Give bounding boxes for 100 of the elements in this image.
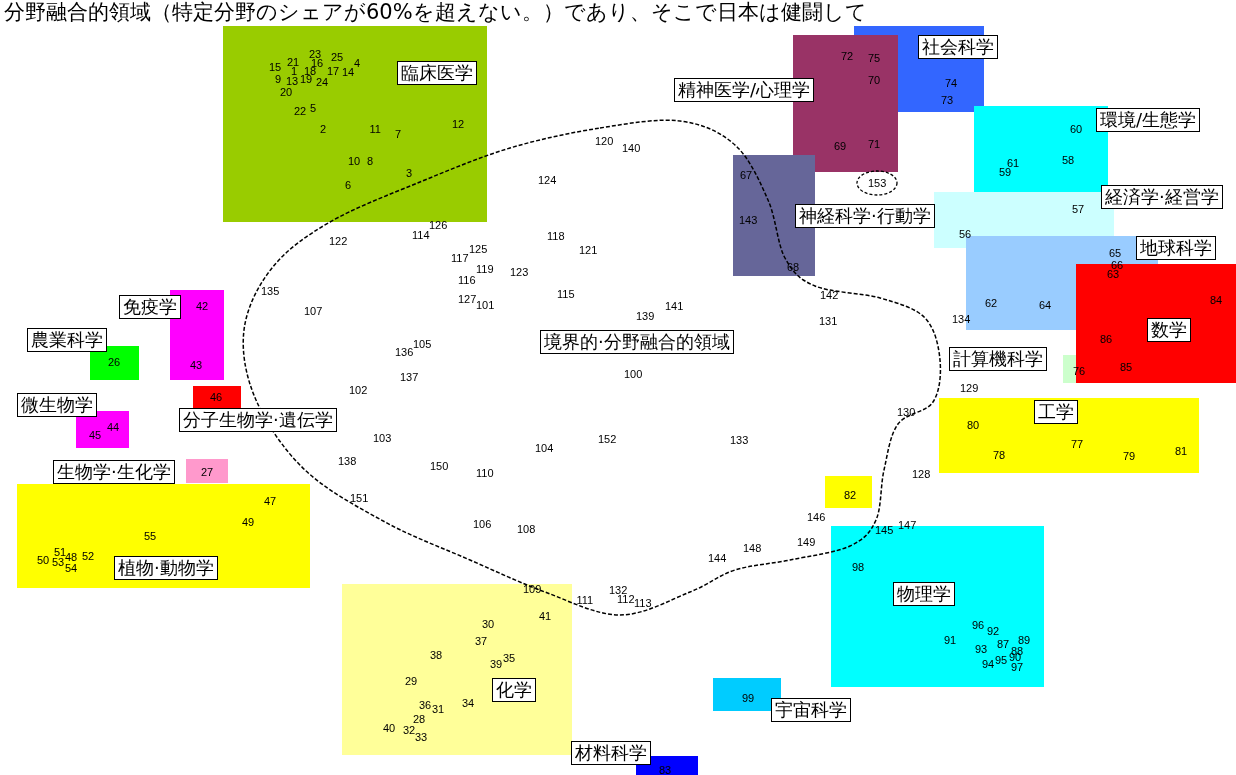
point-number: 153 (868, 177, 887, 189)
point-number: 85 (1120, 361, 1133, 373)
point-number: 107 (304, 305, 323, 317)
point-number: 101 (476, 299, 495, 311)
point-number: 63 (1107, 268, 1120, 280)
point-number: 2 (320, 123, 327, 135)
point-number: 25 (331, 51, 344, 63)
field-label: 宇宙科学 (771, 698, 851, 722)
point-number: 74 (945, 77, 958, 89)
point-number: 89 (1018, 634, 1031, 646)
point-number: 123 (510, 266, 529, 278)
point-number: 140 (622, 142, 641, 154)
point-number: 133 (730, 434, 749, 446)
point-number: 99 (742, 692, 755, 704)
point-number: 30 (482, 618, 495, 630)
point-number: 75 (868, 52, 881, 64)
point-number: 121 (579, 244, 598, 256)
point-number: 6 (345, 179, 352, 191)
point-number: 86 (1100, 333, 1113, 345)
point-number: 139 (636, 310, 655, 322)
point-number: 138 (338, 455, 357, 467)
point-number: 105 (413, 338, 432, 350)
field-label: 神経科学·行動学 (795, 204, 935, 228)
point-number: 98 (852, 561, 865, 573)
point-number: 117 (451, 252, 469, 264)
point-number: 47 (264, 495, 277, 507)
point-number: 35 (503, 652, 516, 664)
point-number: 60 (1070, 123, 1083, 135)
point-number: 21 (287, 56, 300, 68)
point-number: 82 (844, 489, 857, 501)
point-number: 144 (708, 552, 727, 564)
point-number: 135 (261, 285, 280, 297)
point-number: 110 (476, 467, 494, 479)
point-number: 102 (349, 384, 368, 396)
point-number: 31 (432, 703, 445, 715)
point-number: 94 (982, 658, 995, 670)
field-label: 農業科学 (27, 328, 107, 352)
point-number: 44 (107, 421, 120, 433)
point-number: 79 (1123, 450, 1136, 462)
point-number: 40 (383, 722, 396, 734)
point-number: 38 (430, 649, 443, 661)
point-number: 70 (868, 74, 881, 86)
point-number: 127 (458, 293, 477, 305)
point-number: 125 (469, 243, 488, 255)
point-number: 33 (415, 731, 428, 743)
point-number: 126 (429, 219, 448, 231)
point-number: 23 (309, 48, 322, 60)
point-number: 7 (395, 128, 402, 140)
point-number: 34 (462, 697, 475, 709)
field-label: 免疫学 (119, 295, 181, 319)
point-number: 137 (400, 371, 419, 383)
point-number: 97 (1011, 661, 1024, 673)
point-number: 27 (201, 466, 214, 478)
field-label: 環境/生態学 (1096, 108, 1201, 132)
point-number: 58 (1062, 154, 1075, 166)
point-number: 124 (538, 174, 557, 186)
point-number: 59 (999, 166, 1012, 178)
point-number: 91 (944, 634, 957, 646)
point-number: 41 (539, 610, 552, 622)
point-number: 71 (868, 138, 881, 150)
point-number: 9 (275, 73, 282, 85)
point-number: 151 (350, 492, 369, 504)
point-number: 93 (975, 643, 988, 655)
point-number: 83 (659, 764, 672, 775)
field-label: 地球科学 (1136, 236, 1216, 260)
field-label: 生物学·生化学 (53, 460, 175, 484)
point-number: 42 (196, 300, 209, 312)
point-number: 57 (1072, 203, 1085, 215)
point-number: 17 (327, 65, 340, 77)
point-number: 108 (517, 523, 536, 535)
point-number: 50 (37, 554, 50, 566)
field-label: 微生物学 (17, 393, 97, 417)
point-number: 56 (959, 228, 972, 240)
point-number: 81 (1175, 445, 1188, 457)
field-label: 計算機科学 (949, 347, 1047, 371)
point-number: 143 (739, 214, 758, 226)
point-number: 62 (985, 297, 998, 309)
field-label: 数学 (1147, 318, 1191, 342)
point-number: 130 (897, 406, 916, 418)
point-number: 119 (476, 263, 494, 275)
field-label: 植物·動物学 (114, 556, 218, 580)
point-number: 131 (819, 315, 838, 327)
point-number: 118 (547, 230, 565, 242)
point-number: 65 (1109, 247, 1122, 259)
point-number: 100 (624, 368, 643, 380)
point-number: 54 (65, 562, 78, 574)
point-number: 134 (952, 313, 971, 325)
point-number: 11 (369, 123, 381, 135)
region-label: 境界的·分野融合的領域 (540, 330, 734, 354)
point-number: 49 (242, 516, 255, 528)
point-number: 84 (1210, 294, 1223, 306)
point-number: 52 (82, 550, 95, 562)
point-number: 12 (452, 118, 465, 130)
point-number: 149 (797, 536, 816, 548)
point-number: 78 (993, 449, 1006, 461)
field-label: 分子生物学·遺伝学 (179, 408, 337, 432)
point-number: 103 (373, 432, 392, 444)
point-number: 80 (967, 419, 980, 431)
field-label: 臨床医学 (397, 61, 477, 85)
point-number: 20 (280, 86, 293, 98)
